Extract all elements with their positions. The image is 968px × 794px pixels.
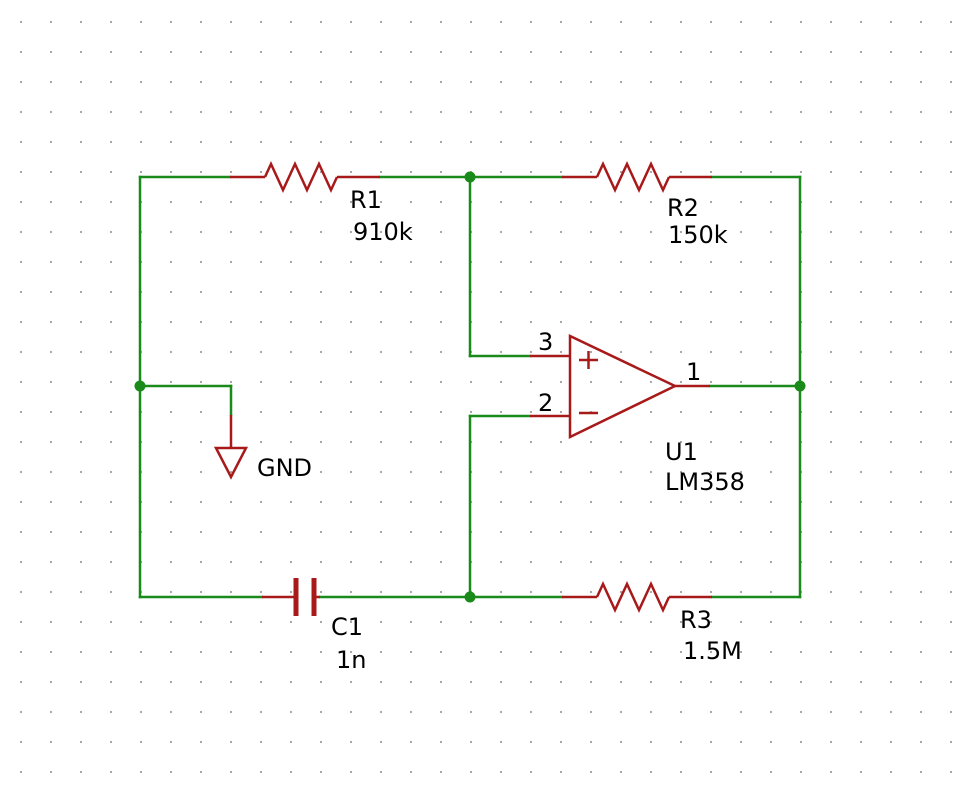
- c1-ref-label: C1: [331, 613, 363, 641]
- r1-ref-label: R1: [350, 186, 382, 214]
- opamp-triangle: [568, 334, 678, 439]
- resistor-r3[interactable]: [562, 581, 712, 613]
- r2-value-label: 150k: [668, 221, 728, 249]
- r3-ref-label: R3: [680, 606, 712, 634]
- resistor-r1[interactable]: [230, 161, 380, 193]
- ground-icon[interactable]: [213, 415, 249, 480]
- opamp-pin-plus-number: 3: [538, 328, 553, 356]
- opamp-pin-out-number: 1: [686, 358, 701, 386]
- junction-left: [134, 380, 146, 392]
- r2-ref-label: R2: [667, 194, 699, 222]
- junctions: [134, 171, 806, 603]
- capacitor-c1[interactable]: [262, 578, 320, 616]
- u1-value-label: LM358: [665, 468, 745, 496]
- u1-ref-label: U1: [665, 438, 698, 466]
- junction-output: [794, 380, 806, 392]
- junction-top: [464, 171, 476, 183]
- opamp-u1[interactable]: [530, 334, 710, 439]
- r3-value-label: 1.5M: [683, 637, 742, 665]
- c1-value-label: 1n: [336, 646, 366, 674]
- resistor-r2[interactable]: [562, 161, 712, 193]
- junction-bottom: [464, 591, 476, 603]
- opamp-pin-minus-number: 2: [538, 389, 553, 417]
- r1-value-label: 910k: [353, 218, 413, 246]
- gnd-label: GND: [257, 454, 312, 482]
